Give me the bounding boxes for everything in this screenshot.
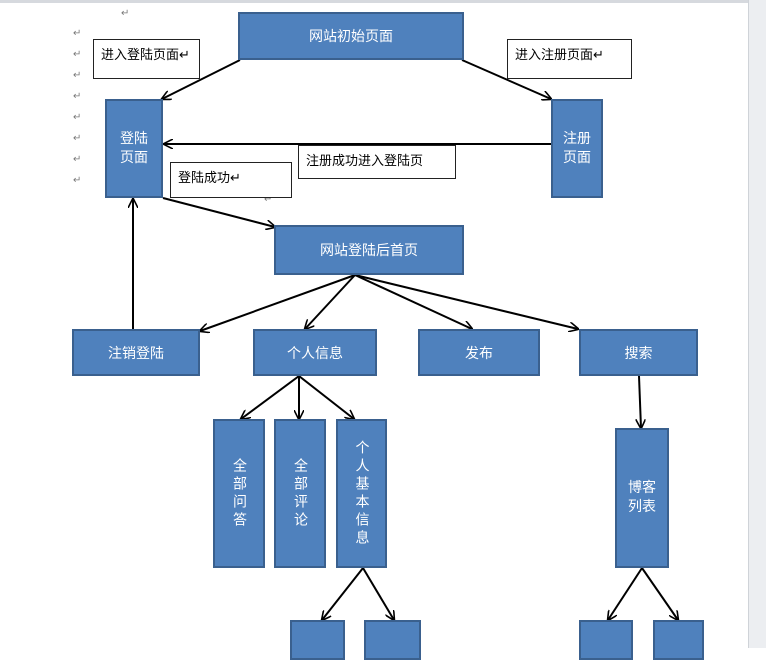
arrow-main-to-logout <box>200 274 356 331</box>
paragraph-mark: ↵ <box>73 175 82 186</box>
ruler-edge <box>0 0 766 3</box>
node-blog-list: 博客 列表 <box>615 428 669 568</box>
arrow-main-to-search <box>354 274 578 329</box>
paragraph-mark: ↵ <box>264 194 273 205</box>
paragraph-mark: ↵ <box>73 91 82 102</box>
node-leaf-2 <box>364 620 421 660</box>
arrow-home-to-login <box>162 59 241 99</box>
paragraph-mark: ↵ <box>73 154 82 165</box>
note-enter-login: 进入登陆页面↵ <box>93 39 200 79</box>
arrow-login-to-main <box>162 197 275 227</box>
page-gutter <box>748 0 766 648</box>
node-login-page: 登陆 页面 <box>105 99 163 198</box>
arrow-profile-to-basic <box>298 375 354 419</box>
arrow-blog-to-leaf4 <box>641 567 678 620</box>
arrow-home-to-register <box>461 59 551 99</box>
arrow-basic-to-leaf1 <box>322 567 364 620</box>
node-leaf-4 <box>653 620 704 660</box>
node-basic-info: 个人基本信息 <box>336 419 387 568</box>
note-enter-register: 进入注册页面↵ <box>507 39 632 79</box>
node-profile: 个人信息 <box>253 329 377 376</box>
paragraph-mark: ↵ <box>73 133 82 144</box>
node-all-comments: 全部评论 <box>274 419 326 568</box>
arrow-main-to-profile <box>305 274 356 329</box>
arrow-basic-to-leaf2 <box>362 567 394 620</box>
arrow-blog-to-leaf3 <box>608 567 643 620</box>
node-search: 搜索 <box>579 329 698 376</box>
note-login-success: 登陆成功↵ <box>170 162 292 198</box>
node-leaf-3 <box>579 620 633 660</box>
note-register-success: 注册成功进入登陆页 <box>298 145 456 179</box>
node-publish: 发布 <box>418 329 540 376</box>
node-leaf-1 <box>290 620 345 660</box>
node-main-page: 网站登陆后首页 <box>274 225 464 275</box>
arrow-search-to-blog <box>639 375 641 428</box>
paragraph-mark: ↵ <box>73 28 82 39</box>
node-home-page: 网站初始页面 <box>238 12 464 60</box>
node-all-questions: 全部问答 <box>213 419 265 568</box>
paragraph-mark: ↵ <box>73 112 82 123</box>
paragraph-mark: ↵ <box>73 49 82 60</box>
node-register-page: 注册 页面 <box>551 99 603 198</box>
paragraph-mark: ↵ <box>73 70 82 81</box>
flow-arrows <box>0 59 748 648</box>
node-logout: 注销登陆 <box>72 329 200 376</box>
arrow-main-to-publish <box>354 274 472 329</box>
arrow-profile-to-questions <box>241 375 300 419</box>
paragraph-mark: ↵ <box>121 8 130 19</box>
